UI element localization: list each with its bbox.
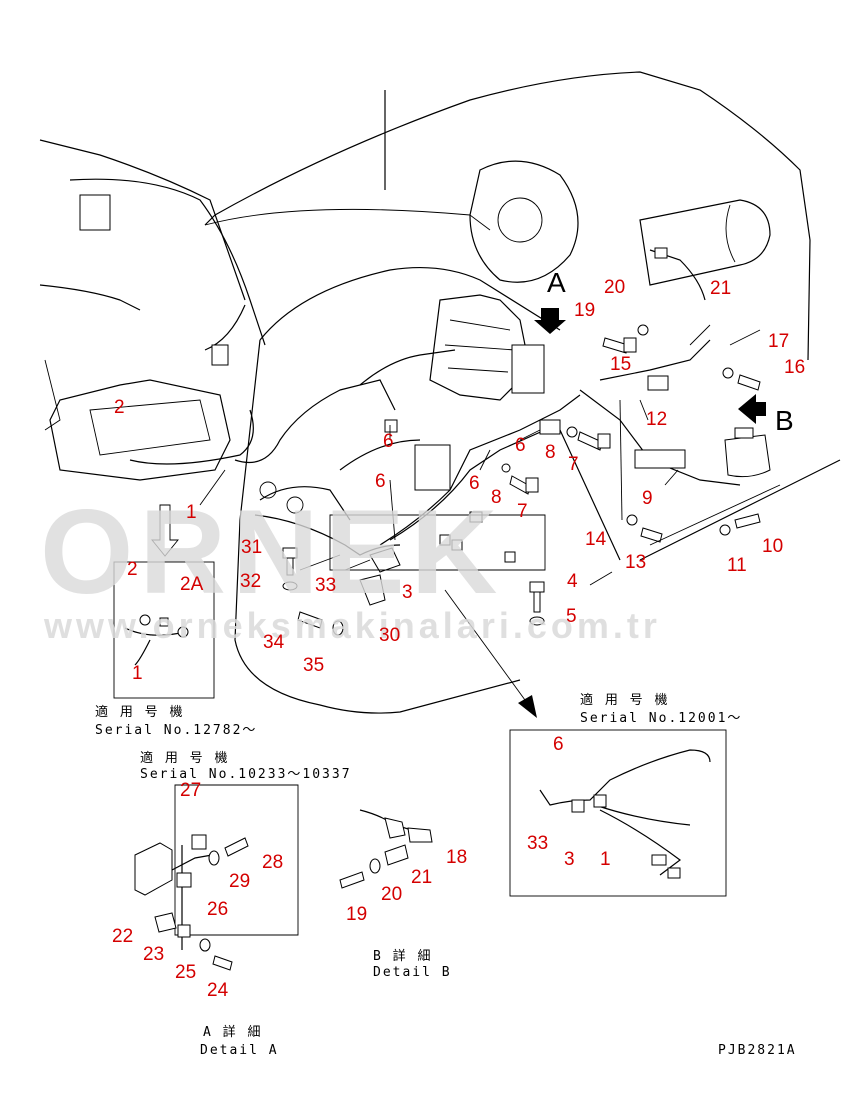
callout-6: 6 — [515, 435, 526, 456]
inset-left-frame — [113, 561, 215, 699]
callout-6: 6 — [553, 734, 564, 755]
callout-27: 27 — [180, 780, 201, 801]
callout-23: 23 — [143, 944, 164, 965]
serial-note-left-jp: 適 用 号 機 — [95, 704, 184, 720]
detail-a-label-en: Detail A — [200, 1043, 279, 1058]
detail-frame-box — [329, 514, 546, 571]
callout-28: 28 — [262, 852, 283, 873]
view-label-b: B — [775, 405, 794, 436]
detail-b-label-jp: B 詳 細 — [373, 948, 432, 964]
callout-6: 6 — [383, 431, 394, 452]
serial-note-detail-a-jp: 適 用 号 機 — [140, 750, 229, 766]
callout-17: 17 — [768, 331, 789, 352]
callout-12: 12 — [646, 409, 667, 430]
callout-10: 10 — [762, 536, 783, 557]
callout-35: 35 — [303, 655, 324, 676]
inset-right: 適 用 号 機 Serial No.12001～ — [509, 692, 742, 897]
watermark: ORNEK www.orneksmakinalari.com.tr — [40, 485, 661, 646]
callout-24: 24 — [207, 980, 229, 1001]
detail-a: 適 用 号 機 Serial No.10233～10337 A 詳 細 Deta… — [134, 750, 352, 1058]
serial-note-detail-a-en: Serial No.10233～10337 — [140, 767, 352, 782]
callout-30: 30 — [379, 625, 400, 646]
leader-lines — [199, 324, 781, 586]
callout-3: 3 — [564, 849, 575, 870]
callout-4: 4 — [567, 571, 578, 592]
watermark-url: www.orneksmakinalari.com.tr — [43, 605, 661, 646]
callouts: 2 1 6 6 6 6 19 20 21 17 16 15 12 8 8 7 7… — [112, 277, 805, 1001]
callout-1: 1 — [132, 663, 143, 684]
callout-15: 15 — [610, 354, 631, 375]
detail-arrows — [151, 504, 537, 718]
callout-18: 18 — [446, 847, 467, 868]
callout-13: 13 — [625, 552, 646, 573]
callout-29: 29 — [229, 871, 250, 892]
callout-14: 14 — [585, 529, 607, 550]
callout-21: 21 — [710, 278, 731, 299]
callout-7: 7 — [517, 501, 528, 522]
machine-outline — [39, 71, 841, 714]
detail-a-label-jp: A 詳 細 — [203, 1024, 262, 1040]
inset-right-frame — [509, 729, 727, 897]
callout-21: 21 — [411, 867, 432, 888]
callout-11: 11 — [727, 555, 747, 576]
drawing-code: PJB2821A — [718, 1043, 797, 1058]
detail-b: B 詳 細 Detail B — [339, 809, 452, 980]
callout-7: 7 — [568, 454, 579, 475]
inset-left: 適 用 号 機 Serial No.12782～ — [95, 561, 257, 738]
callout-6: 6 — [469, 473, 480, 494]
callout-9: 9 — [642, 488, 653, 509]
callout-1: 1 — [600, 849, 611, 870]
callout-6: 6 — [375, 471, 386, 492]
callout-26: 26 — [207, 899, 228, 920]
serial-note-right-jp: 適 用 号 機 — [580, 692, 669, 708]
callout-22: 22 — [112, 926, 133, 947]
serial-note-left-en: Serial No.12782～ — [95, 723, 257, 738]
callout-31: 31 — [241, 537, 262, 558]
callout-25: 25 — [175, 962, 196, 983]
callout-33: 33 — [315, 575, 336, 596]
watermark-brand: ORNEK — [40, 485, 503, 619]
callout-19: 19 — [574, 300, 595, 321]
callout-16: 16 — [784, 357, 805, 378]
wire-harness — [69, 178, 741, 563]
callout-20: 20 — [604, 277, 625, 298]
callout-19: 19 — [346, 904, 367, 925]
view-label-a: A — [547, 267, 566, 298]
callout-33: 33 — [527, 833, 548, 854]
callout-1: 1 — [186, 502, 197, 523]
serial-note-right-en: Serial No.12001～ — [580, 711, 742, 726]
callout-32: 32 — [240, 571, 261, 592]
hardware — [282, 324, 761, 636]
callout-8: 8 — [491, 487, 502, 508]
callout-3: 3 — [402, 582, 413, 603]
callout-20: 20 — [381, 884, 402, 905]
callout-8: 8 — [545, 442, 556, 463]
callout-2a: 2A — [180, 574, 204, 595]
callout-2: 2 — [114, 397, 125, 418]
callout-5: 5 — [566, 606, 577, 627]
detail-b-label-en: Detail B — [373, 965, 452, 980]
callout-34: 34 — [263, 632, 285, 653]
callout-2: 2 — [127, 559, 138, 580]
view-arrows: A B — [534, 267, 794, 436]
